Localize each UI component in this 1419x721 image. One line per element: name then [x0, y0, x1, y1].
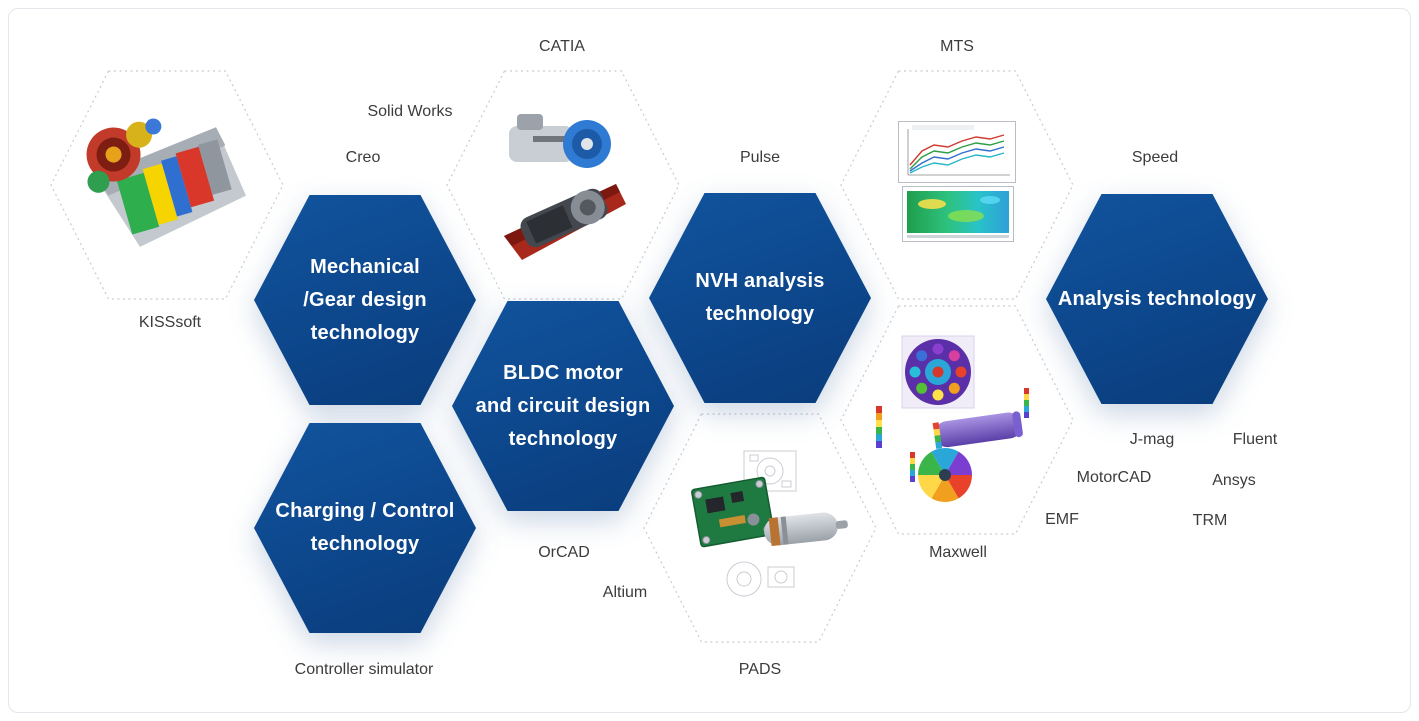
label-pads: PADS: [738, 661, 782, 678]
hex-title: Charging / Control technology: [275, 495, 454, 561]
label-j-mag: J-mag: [1129, 431, 1175, 448]
label-fluent: Fluent: [1232, 431, 1278, 448]
label-pulse: Pulse: [739, 149, 781, 166]
hex-nvh-analysis: NVH analysis technology: [649, 193, 871, 403]
motor-assembly-photo: [509, 114, 611, 168]
dotted-hex-gearbox-cell: [50, 70, 284, 300]
label-trm: TRM: [1192, 512, 1228, 529]
hex-line: BLDC motor: [503, 361, 623, 384]
hex-shape: BLDC motor and circuit design technology: [452, 301, 674, 511]
label-mts: MTS: [940, 38, 974, 55]
hex-line: Charging / Control: [275, 500, 455, 522]
dotted-hex-maxwell-cell: [840, 305, 1074, 535]
hex-title: NVH analysis technology: [695, 265, 824, 331]
label-altium: Altium: [602, 584, 648, 601]
motor-cutaway-photo: [504, 184, 626, 260]
hex-line: Analysis technology: [1057, 287, 1257, 310]
hex-shape: Analysis technology: [1046, 194, 1268, 404]
hex-line: NVH analysis: [695, 270, 825, 292]
hex-line: technology: [310, 533, 420, 555]
label-maxwell: Maxwell: [929, 544, 987, 561]
hex-line: /Gear design: [303, 288, 427, 311]
hex-line: technology: [310, 321, 420, 344]
hex-line: and circuit design: [475, 394, 651, 417]
hex-title: BLDC motor and circuit design technology: [476, 357, 651, 456]
dotted-hex-pcb-cell: [643, 413, 877, 643]
label-orcad: OrCAD: [538, 544, 590, 561]
electromagnetic-fea-images: [876, 335, 1029, 503]
hex-title: Mechanical /Gear design technology: [303, 251, 427, 350]
label-emf: EMF: [1045, 511, 1079, 528]
label-motorcad: MotorCAD: [1076, 469, 1152, 486]
hex-shape: Charging / Control technology: [254, 423, 476, 633]
label-speed: Speed: [1131, 149, 1179, 166]
hex-analysis: Analysis technology: [1046, 194, 1268, 404]
label-creo: Creo: [345, 149, 381, 166]
label-kisssoft: KISSsoft: [138, 314, 202, 331]
hex-bldc-motor-circuit: BLDC motor and circuit design technology: [452, 301, 674, 511]
gearbox-simulation-image: [86, 118, 246, 247]
hex-shape: NVH analysis technology: [649, 193, 871, 403]
nvh-line-chart-image: [898, 121, 1016, 183]
label-solid-works: Solid Works: [367, 103, 453, 120]
hex-shape: Mechanical /Gear design technology: [254, 195, 476, 405]
hex-title: Analysis technology: [1058, 283, 1256, 316]
dotted-hex-motor-cell: [446, 70, 680, 300]
hex-mechanical-gear-design: Mechanical /Gear design technology: [254, 195, 476, 405]
nvh-spectrogram-image: [902, 186, 1014, 242]
hex-line: technology: [705, 303, 815, 325]
hex-line: technology: [508, 427, 618, 450]
label-ansys: Ansys: [1212, 472, 1256, 489]
label-catia: CATIA: [539, 38, 585, 55]
pcb-and-rotor-images: [691, 450, 848, 597]
hex-charging-control: Charging / Control technology: [254, 423, 476, 633]
dotted-hex-charts-cell: [840, 70, 1074, 300]
label-controller-simulator: Controller simulator: [294, 661, 434, 678]
hex-line: Mechanical: [310, 255, 420, 278]
